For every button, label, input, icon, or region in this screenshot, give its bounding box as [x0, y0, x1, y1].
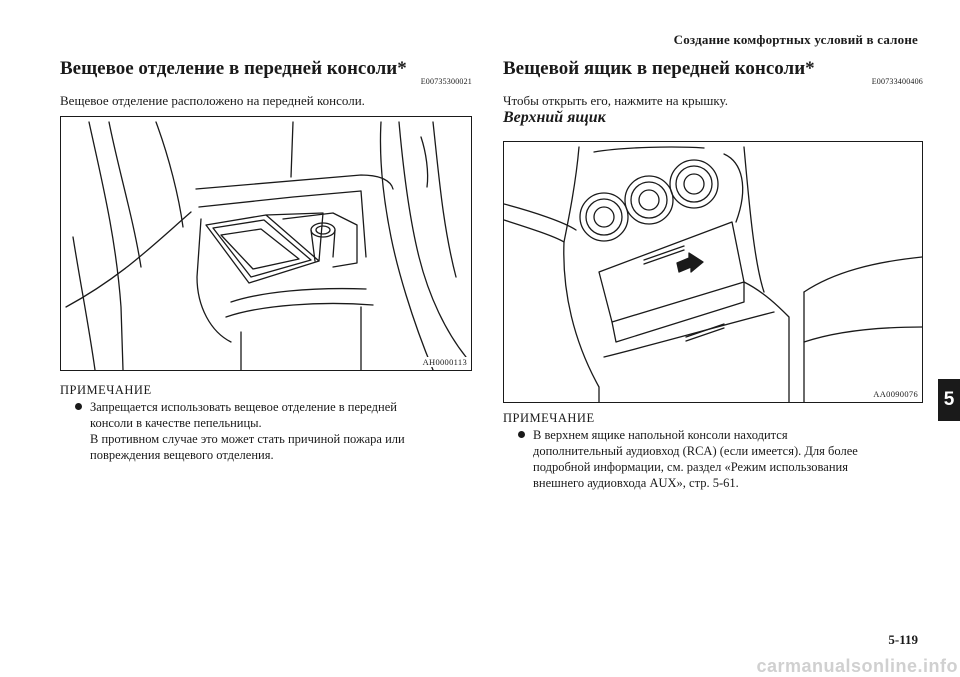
subheading-upper-box: Верхний ящик [503, 109, 606, 126]
page-number: 5-119 [888, 632, 918, 647]
note-heading: ПРИМЕЧАНИЕ [503, 411, 595, 425]
watermark: carmanualsonline.info [756, 656, 958, 676]
note-line: В верхнем ящике напольной консоли находи… [533, 428, 788, 442]
section-title-console-box: Вещевой ящик в передней консоли* [503, 58, 815, 79]
section-title-console-compartment: Вещевое отделение в передней консоли* [60, 58, 407, 79]
note-block: ПРИМЕЧАНИЕ Запрещается использовать веще… [60, 382, 472, 463]
note-line: подробной информации, см. раздел «Режим … [533, 460, 848, 474]
figure-code: AA0090076 [873, 389, 918, 399]
section-code: E00733400406 [871, 77, 923, 86]
section-intro: Чтобы открыть его, нажмите на крышку. [503, 93, 728, 108]
note-line: дополнительный аудиовход (RCA) (если име… [533, 444, 858, 458]
figure-upper-box: AA0090076 [503, 141, 923, 403]
bullet-icon [518, 431, 525, 438]
note-item: Запрещается использовать вещевое отделен… [60, 399, 472, 463]
running-header: Создание комфортных условий в салоне [673, 32, 918, 47]
note-line: В противном случае это может стать причи… [90, 432, 405, 446]
upper-box-illustration [504, 146, 922, 402]
note-item: В верхнем ящике напольной консоли находи… [503, 427, 923, 491]
figure-console-compartment: AH0000113 [60, 116, 472, 371]
console-compartment-illustration [65, 121, 467, 370]
note-line: внешнего аудиовхода AUX», стр. 5-61. [533, 476, 739, 490]
note-heading: ПРИМЕЧАНИЕ [60, 383, 152, 397]
section-code: E00735300021 [420, 77, 472, 86]
section-intro: Вещевое отделение расположено на передне… [60, 93, 365, 108]
note-line: Запрещается использовать вещевое отделен… [90, 400, 397, 414]
chapter-tab: 5 [938, 379, 960, 421]
note-line: повреждения вещевого отделения. [90, 448, 274, 462]
note-line: консоли в качестве пепельницы. [90, 416, 262, 430]
note-block: ПРИМЕЧАНИЕ В верхнем ящике напольной кон… [503, 410, 923, 491]
bullet-icon [75, 403, 82, 410]
figure-code: AH0000113 [422, 357, 467, 367]
